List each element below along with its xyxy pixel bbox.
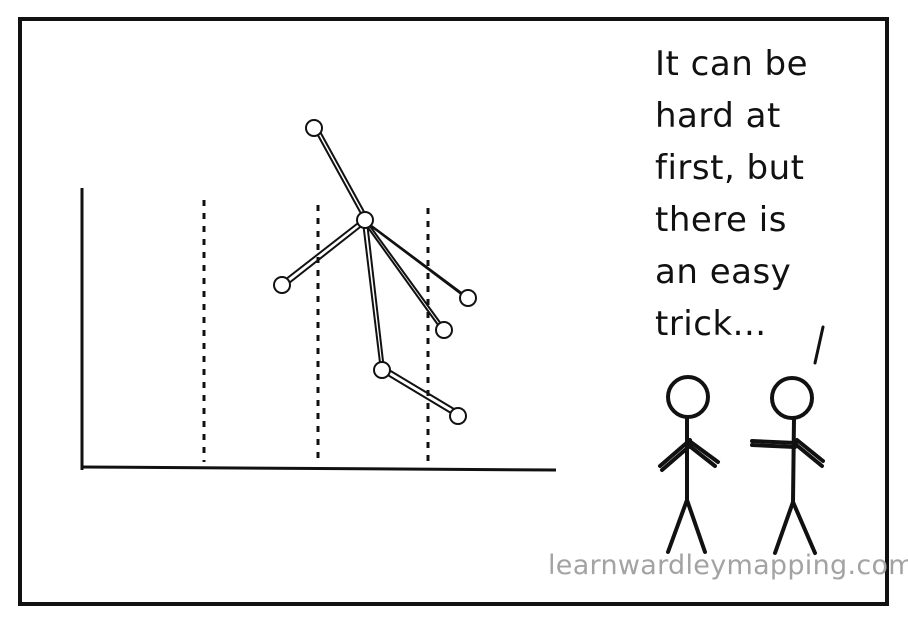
map-component xyxy=(356,211,374,229)
speech-text: It can be hard at first, but there is an… xyxy=(655,38,875,350)
stick-figure-left xyxy=(658,375,720,554)
stick-figure-right xyxy=(750,325,825,555)
map-components xyxy=(273,119,477,425)
panel-border xyxy=(18,17,889,606)
map-component xyxy=(373,361,391,379)
speech-tail xyxy=(813,325,825,365)
figure-head xyxy=(770,376,814,420)
watermark: learnwardleymapping.com xyxy=(548,550,908,581)
speech-line: It can be xyxy=(655,44,809,84)
map-links xyxy=(280,127,470,417)
map-component xyxy=(273,276,291,294)
x-axis xyxy=(81,465,557,472)
speech-line: there is xyxy=(655,200,787,240)
map-component xyxy=(305,119,323,137)
speech-line: trick... xyxy=(655,304,767,344)
map-component xyxy=(435,321,453,339)
figure-head xyxy=(666,375,710,419)
map-component xyxy=(459,289,477,307)
speech-line: an easy xyxy=(655,252,792,292)
speech-line: hard at xyxy=(655,96,781,136)
map-component xyxy=(449,407,467,425)
speech-line: first, but xyxy=(655,148,805,188)
